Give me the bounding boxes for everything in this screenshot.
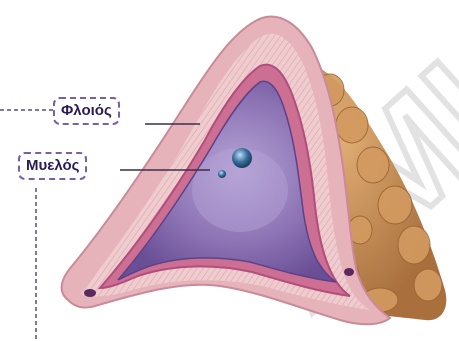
medulla-label: Μυελός (18, 152, 87, 180)
small-vessel (218, 170, 226, 178)
guide-lines (0, 110, 53, 341)
central-vein (232, 148, 252, 168)
left-vessel (84, 289, 96, 297)
right-vessel (344, 268, 354, 276)
cortex-label: Φλοιός (53, 97, 120, 125)
